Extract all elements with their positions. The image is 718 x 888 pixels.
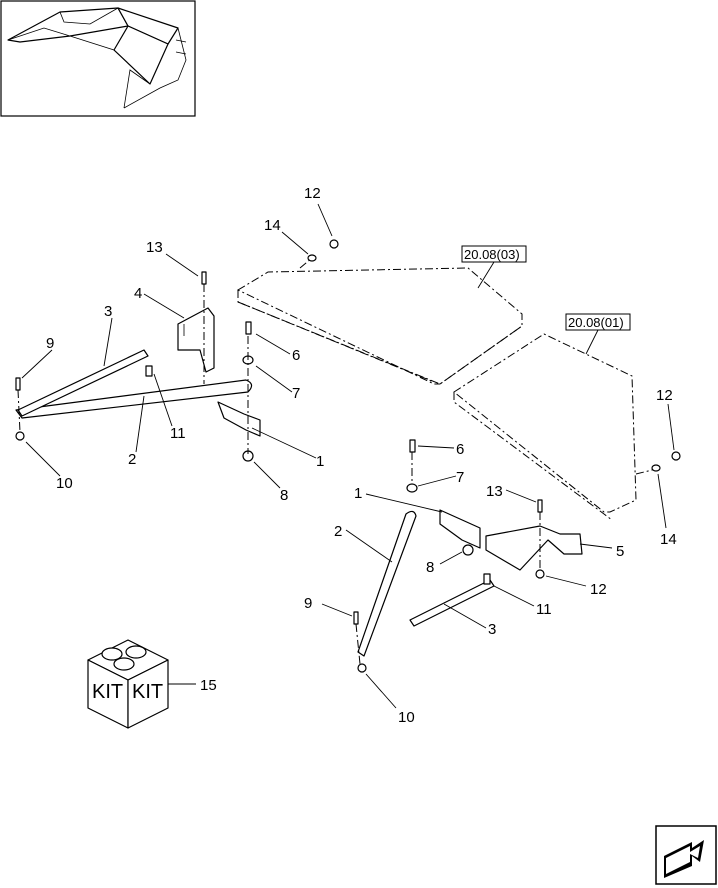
callout-8-left: 8 — [280, 487, 288, 504]
callout-10-right: 10 — [398, 709, 415, 726]
callout-14-right: 14 — [660, 531, 677, 548]
thumbnail-inset — [0, 0, 196, 117]
bolt-6-right — [409, 439, 416, 453]
bracket-5 — [485, 525, 583, 571]
rod-2-right — [357, 510, 417, 657]
callout-9-right: 9 — [304, 595, 312, 612]
callout-13-right: 13 — [486, 483, 503, 500]
washer-14-right — [651, 464, 661, 472]
kit-box-icon: KIT KIT — [87, 639, 196, 729]
left-assembly — [15, 239, 339, 462]
nut-10-right — [357, 663, 367, 673]
callout-15: 15 — [200, 677, 217, 694]
callout-8-right: 8 — [426, 559, 434, 576]
nut-8-right — [462, 544, 474, 556]
bolt-11-right — [483, 573, 491, 585]
callout-1-left: 1 — [316, 453, 324, 470]
bolt-9-left — [15, 377, 21, 391]
callout-7-left: 7 — [292, 385, 300, 402]
callout-5: 5 — [616, 543, 624, 560]
kit-label-right: KIT — [132, 681, 163, 703]
callout-labels: 12 14 13 4 3 9 6 7 11 2 1 10 8 12 6 7 1 … — [46, 185, 677, 726]
callout-1-right: 1 — [354, 485, 362, 502]
reference-tags: 20.08(03) 20.08(01) — [461, 245, 631, 355]
callout-11-right: 11 — [536, 601, 552, 618]
bolt-13-left — [201, 271, 207, 285]
bracket-1-left — [217, 401, 261, 437]
next-page-arrow-icon[interactable] — [655, 825, 717, 885]
nut-12-lower — [535, 569, 545, 579]
bolt-11-left — [145, 365, 153, 377]
callout-10-left: 10 — [56, 475, 73, 492]
callout-13-left: 13 — [146, 239, 163, 256]
lower-panel — [453, 333, 661, 521]
callout-3-right: 3 — [488, 621, 496, 638]
callout-6-left: 6 — [292, 347, 300, 364]
callout-2-right: 2 — [334, 523, 342, 540]
callout-11-left: 11 — [170, 425, 186, 442]
nut-10-left — [15, 431, 25, 441]
callout-12-lower: 12 — [590, 581, 607, 598]
bracket-1-right — [439, 509, 481, 549]
reference-20-08-01: 20.08(01) — [568, 315, 624, 330]
kit-label-left: KIT — [92, 681, 123, 703]
nut-12-right — [671, 451, 681, 461]
callout-4: 4 — [134, 285, 142, 302]
upper-panel — [236, 257, 523, 385]
callout-12-right: 12 — [656, 387, 673, 404]
bolt-9-right — [353, 611, 359, 625]
callout-6-right: 6 — [456, 441, 464, 458]
rod-3-right — [409, 579, 495, 627]
bolt-13-right — [537, 499, 543, 513]
bracket-4 — [177, 307, 215, 373]
callout-3-left: 3 — [104, 303, 112, 320]
right-assembly — [353, 439, 681, 673]
nut-12-top — [329, 239, 339, 249]
callout-7-right: 7 — [456, 469, 464, 486]
leader-lines — [21, 203, 675, 709]
callout-12-top: 12 — [304, 185, 321, 202]
callout-9-left: 9 — [46, 335, 54, 352]
rod-3-left — [17, 349, 149, 417]
reference-20-08-03: 20.08(03) — [464, 247, 520, 262]
callout-14-top: 14 — [264, 217, 281, 234]
washer-14-top — [307, 254, 317, 262]
callout-2-left: 2 — [128, 451, 136, 468]
bolt-6-left — [245, 321, 252, 335]
washer-7-right — [406, 483, 418, 493]
